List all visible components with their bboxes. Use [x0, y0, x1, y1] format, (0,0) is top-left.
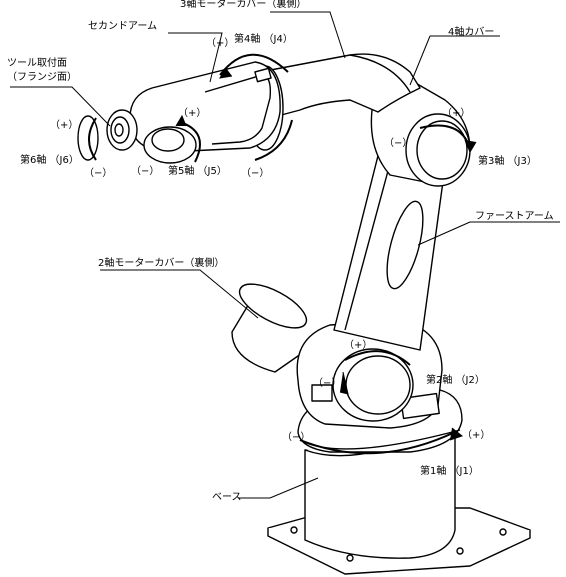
j5-hub [143, 126, 197, 164]
j6-ring [77, 115, 99, 161]
sign-j3-plus: （+） [442, 108, 471, 119]
leader-lines [10, 11, 560, 499]
sign-j2-plus: （+） [344, 340, 373, 351]
label-j3-motor-cover: 3軸モーターカバー（裏側） [180, 0, 307, 10]
label-j2: 第2軸 （J2） [426, 375, 485, 386]
j6-arrow [88, 117, 97, 161]
j4-cover [259, 53, 421, 119]
elbow [370, 73, 471, 187]
j4-arrow-lower [254, 119, 293, 161]
label-base: ベース [212, 492, 242, 503]
label-j4-cover: 4軸カバー [448, 27, 495, 38]
sign-j1-minus: （−） [282, 432, 311, 443]
j4-arrow [219, 53, 289, 76]
label-j3: 第3軸 （J3） [478, 156, 537, 167]
label-flange-face: （フランジ面） [7, 72, 77, 83]
rotation-arrows [88, 53, 477, 455]
label-first-arm: ファーストアーム [475, 211, 554, 222]
sign-j4-minus: （−） [241, 168, 270, 179]
sign-j5-minus: （−） [131, 166, 160, 177]
sign-j3-minus: （−） [384, 138, 413, 149]
label-j2-motor-cover: 2軸モーターカバー（裏側） [98, 258, 225, 269]
sign-j2-minus: （−） [313, 378, 342, 389]
label-j5: 第5軸 （J5） [168, 166, 227, 177]
sign-j6-minus: （−） [84, 168, 113, 179]
label-second-arm: セカンドアーム [88, 21, 158, 32]
label-tool-mount: ツール取付面 [7, 58, 67, 69]
j2-arrow [344, 350, 411, 366]
j2-motor-cover [231, 283, 319, 373]
label-j6: 第6軸 （J6） [20, 155, 79, 166]
sign-j6-plus: （+） [50, 120, 79, 131]
sign-j5-plus: （+） [178, 108, 207, 119]
label-j1: 第1軸 （J1） [420, 466, 479, 477]
sign-j1-plus: （+） [462, 430, 491, 441]
label-j4: 第4軸 （J4） [234, 34, 293, 45]
tool-flange [106, 109, 138, 151]
j1-arrow [299, 431, 456, 455]
sign-j4-plus: （+） [206, 38, 235, 49]
j2-disk [332, 348, 414, 422]
